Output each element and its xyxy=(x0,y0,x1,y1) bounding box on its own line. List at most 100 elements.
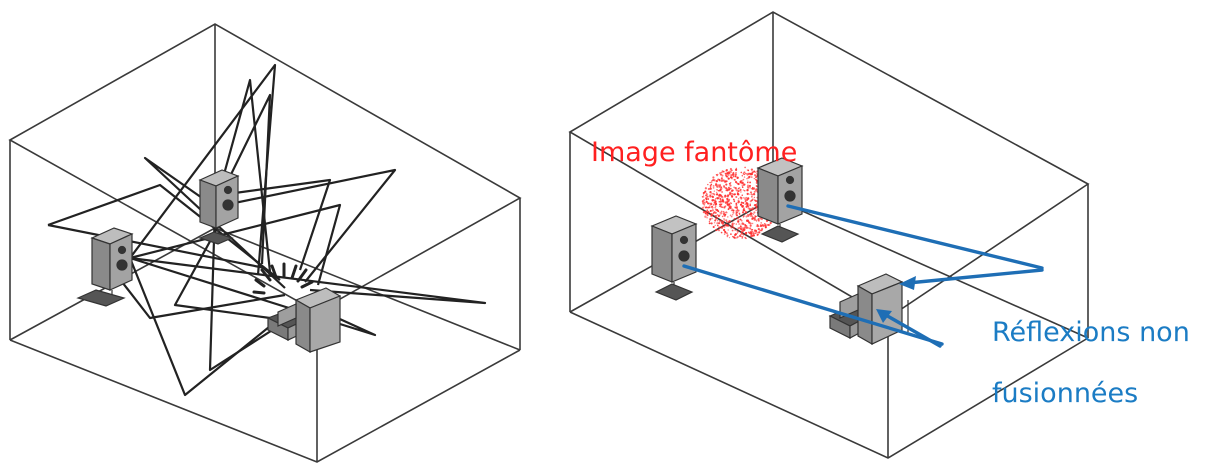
listener-chair-icon xyxy=(266,287,342,354)
phantom-cloud-dot xyxy=(755,171,757,173)
phantom-cloud-dot xyxy=(742,202,745,205)
reflection-ray xyxy=(47,223,266,270)
phantom-cloud-dot xyxy=(734,206,736,208)
phantom-cloud-dot xyxy=(735,203,738,206)
phantom-cloud-dot xyxy=(712,179,715,182)
phantom-cloud-dot xyxy=(702,202,705,205)
phantom-cloud-dot xyxy=(731,208,734,210)
phantom-cloud-dot xyxy=(715,174,718,176)
phantom-cloud-dot xyxy=(705,192,708,194)
phantom-cloud-dot xyxy=(732,221,734,223)
phantom-cloud-dot xyxy=(731,195,734,198)
phantom-cloud-dot xyxy=(721,190,724,194)
phantom-cloud-dot xyxy=(750,176,753,179)
phantom-cloud-dot xyxy=(726,235,729,238)
phantom-cloud-dot xyxy=(727,199,730,203)
phantom-cloud-dot xyxy=(726,172,729,175)
phantom-cloud-dot xyxy=(735,223,738,225)
phantom-cloud-dot xyxy=(708,220,711,223)
phantom-cloud-dot xyxy=(749,203,751,205)
phantom-cloud-dot xyxy=(734,233,737,237)
phantom-cloud-dot xyxy=(712,187,715,189)
phantom-cloud-dot xyxy=(724,194,727,197)
phantom-cloud-dot xyxy=(717,220,719,222)
phantom-cloud-dot xyxy=(703,210,706,213)
phantom-cloud-dot xyxy=(715,205,717,207)
phantom-cloud-dot xyxy=(719,203,722,206)
phantom-cloud-dot xyxy=(733,217,736,220)
phantom-cloud-dot xyxy=(709,187,712,189)
phantom-cloud-dot xyxy=(749,181,752,184)
phantom-cloud-dot xyxy=(727,225,730,227)
arrowhead-icon xyxy=(899,276,916,290)
phantom-cloud-dot xyxy=(755,189,758,192)
phantom-cloud-dot xyxy=(708,222,711,225)
phantom-cloud-dot xyxy=(751,187,754,190)
phantom-cloud-dot xyxy=(719,194,722,196)
phantom-cloud-dot xyxy=(719,174,722,176)
phantom-cloud-dot xyxy=(723,218,725,220)
phantom-cloud-dot xyxy=(736,230,739,233)
phantom-cloud-dot xyxy=(753,211,756,214)
phantom-cloud-dot xyxy=(709,195,712,198)
phantom-cloud-dot xyxy=(714,219,717,222)
phantom-cloud-dot xyxy=(738,234,742,238)
phantom-cloud-dot xyxy=(706,201,708,203)
phantom-cloud-dot xyxy=(739,188,742,191)
phantom-cloud-dot xyxy=(744,200,747,203)
phantom-cloud-dot xyxy=(727,229,729,231)
phantom-image-label: Image fantôme xyxy=(591,137,798,168)
phantom-cloud-dot xyxy=(704,215,707,218)
phantom-cloud-dot xyxy=(715,228,718,232)
phantom-cloud-dot xyxy=(734,175,737,178)
phantom-cloud-dot xyxy=(751,229,753,231)
phantom-cloud-dot xyxy=(750,232,753,235)
phantom-cloud-dot xyxy=(745,205,748,208)
phantom-cloud-dot xyxy=(720,212,723,215)
phantom-cloud-dot xyxy=(741,222,744,225)
phantom-cloud-dot xyxy=(725,220,728,223)
phantom-cloud-dot xyxy=(734,229,736,231)
phantom-cloud-dot xyxy=(749,186,751,189)
phantom-cloud-dot xyxy=(741,205,744,208)
phantom-cloud-dot xyxy=(727,204,730,207)
arrowhead-icon xyxy=(876,309,892,323)
phantom-cloud-dot xyxy=(707,187,711,191)
phantom-cloud-dot xyxy=(755,209,757,211)
phantom-cloud-dot xyxy=(716,224,719,227)
phantom-cloud-dot xyxy=(730,194,732,196)
phantom-cloud-dot xyxy=(746,192,749,196)
phantom-cloud-dot xyxy=(726,234,729,237)
phantom-cloud-dot xyxy=(718,222,721,225)
phantom-cloud-dot xyxy=(754,204,757,207)
phantom-cloud-dot xyxy=(743,207,745,210)
phantom-cloud-dot xyxy=(741,211,745,214)
phantom-cloud-dot xyxy=(752,213,755,215)
phantom-cloud-dot xyxy=(720,210,723,213)
phantom-cloud-dot xyxy=(731,214,734,216)
phantom-cloud-dot xyxy=(719,198,721,200)
phantom-cloud-dot xyxy=(723,170,725,173)
phantom-cloud-dot xyxy=(715,198,717,200)
phantom-cloud-dot xyxy=(720,177,723,180)
phantom-cloud-dot xyxy=(741,237,743,239)
room-with-phantom-image-illustration xyxy=(568,11,1090,459)
phantom-cloud-dot xyxy=(716,197,719,199)
phantom-cloud-dot xyxy=(729,202,731,204)
reflection-ray xyxy=(143,156,286,289)
phantom-cloud-dot xyxy=(763,223,766,225)
phantom-cloud-dot xyxy=(721,215,724,218)
phantom-cloud-dot xyxy=(715,217,717,219)
phantom-cloud-dot xyxy=(751,171,754,174)
phantom-cloud-dot xyxy=(755,176,757,179)
unfused-reflection-arrows xyxy=(682,204,1044,348)
phantom-cloud-dot xyxy=(723,233,726,235)
phantom-cloud-dot xyxy=(721,174,724,177)
phantom-cloud-dot xyxy=(715,185,718,188)
phantom-cloud-dot xyxy=(753,217,756,220)
phantom-cloud-dot xyxy=(737,182,740,186)
phantom-cloud-dot xyxy=(745,226,749,229)
phantom-cloud-dot xyxy=(729,167,732,171)
phantom-cloud-dot xyxy=(728,236,731,239)
phantom-cloud-dot xyxy=(716,222,719,225)
